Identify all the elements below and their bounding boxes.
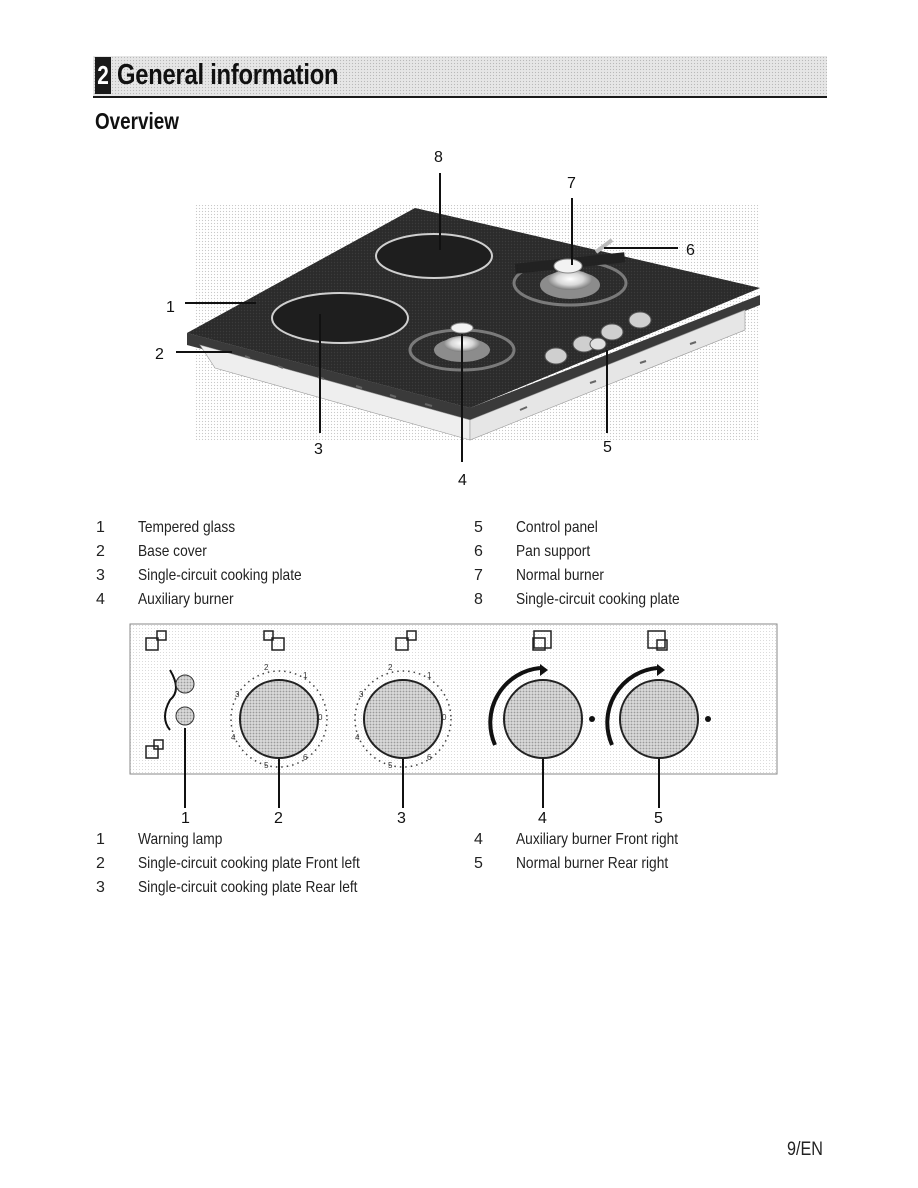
svg-text:6: 6 xyxy=(303,753,308,762)
control-legend-item: 1 Warning lamp xyxy=(96,831,223,848)
svg-text:5: 5 xyxy=(264,761,269,770)
front-right-zone-icon xyxy=(532,630,552,651)
svg-text:0: 0 xyxy=(442,713,447,722)
callout-1: 1 xyxy=(166,299,175,316)
knob-auxiliary-burner xyxy=(488,664,595,759)
section-header-band xyxy=(93,56,827,98)
panel-callout-5: 5 xyxy=(654,810,663,827)
svg-text:0: 0 xyxy=(318,713,323,722)
control-legend-item: 3 Single-circuit cooking plate Rear left xyxy=(96,879,358,896)
section-number-badge: 2 xyxy=(95,57,111,94)
svg-text:2: 2 xyxy=(264,663,269,672)
legend-item: 3 Single-circuit cooking plate xyxy=(96,567,302,584)
callout-7: 7 xyxy=(567,175,576,192)
rear-cooking-plate xyxy=(375,233,493,279)
control-legend-item: 5 Normal burner Rear right xyxy=(474,855,669,872)
callout-8: 8 xyxy=(434,149,443,166)
control-legend-item: 2 Single-circuit cooking plate Front lef… xyxy=(96,855,360,872)
front-left-zone-icon xyxy=(263,630,285,651)
rear-left-zone-icon xyxy=(395,630,417,651)
rear-right-zone-icon xyxy=(647,630,668,651)
legend-item: 4 Auxiliary burner xyxy=(96,591,234,608)
pan-support xyxy=(594,238,614,254)
svg-text:1: 1 xyxy=(303,671,308,680)
legend-item: 1 Tempered glass xyxy=(96,519,236,536)
zone-symbols xyxy=(145,630,668,759)
panel-callout-4: 4 xyxy=(538,810,547,827)
control-legend-item: 4 Auxiliary burner Front right xyxy=(474,831,679,848)
panel-callout-3: 3 xyxy=(397,810,406,827)
normal-burner xyxy=(512,252,628,307)
overview-heading: Overview xyxy=(95,108,179,134)
svg-text:5: 5 xyxy=(388,761,393,770)
control-panel-diagram: 2 1 3 0 4 5 6 2 1 3 0 4 5 6 1 2 3 4 5 xyxy=(129,623,778,827)
knob-rear-left xyxy=(354,670,452,768)
warning-lamp xyxy=(164,669,195,731)
legend-item: 8 Single-circuit cooking plate xyxy=(474,591,680,608)
hob-control-knobs xyxy=(544,311,652,365)
callout-6: 6 xyxy=(686,242,695,259)
rear-left-zone-icon xyxy=(145,630,167,651)
callout-3: 3 xyxy=(314,441,323,458)
knob-normal-burner xyxy=(605,664,711,759)
callout-5: 5 xyxy=(603,439,612,456)
legend-item: 7 Normal burner xyxy=(474,567,604,584)
svg-text:6: 6 xyxy=(427,753,432,762)
lamp-zone-icon xyxy=(145,739,164,759)
knob-front-left xyxy=(230,670,328,768)
panel-callout-2: 2 xyxy=(274,810,283,827)
svg-text:4: 4 xyxy=(231,733,236,742)
svg-text:2: 2 xyxy=(388,663,393,672)
svg-text:3: 3 xyxy=(235,690,240,699)
hob-illustration: 1 2 3 4 5 6 7 8 xyxy=(155,149,760,489)
callout-2: 2 xyxy=(155,346,164,363)
svg-text:4: 4 xyxy=(355,733,360,742)
base-vents xyxy=(244,341,697,411)
legend-item: 5 Control panel xyxy=(474,519,598,536)
svg-text:1: 1 xyxy=(427,671,432,680)
page-number: 9/EN xyxy=(787,1139,823,1160)
svg-text:3: 3 xyxy=(359,690,364,699)
callout-4: 4 xyxy=(458,472,467,489)
front-cooking-plate xyxy=(271,292,409,344)
panel-callout-1: 1 xyxy=(181,810,190,827)
section-title: General information xyxy=(117,59,339,91)
legend-item: 6 Pan support xyxy=(474,543,591,560)
legend-item: 2 Base cover xyxy=(96,543,207,560)
